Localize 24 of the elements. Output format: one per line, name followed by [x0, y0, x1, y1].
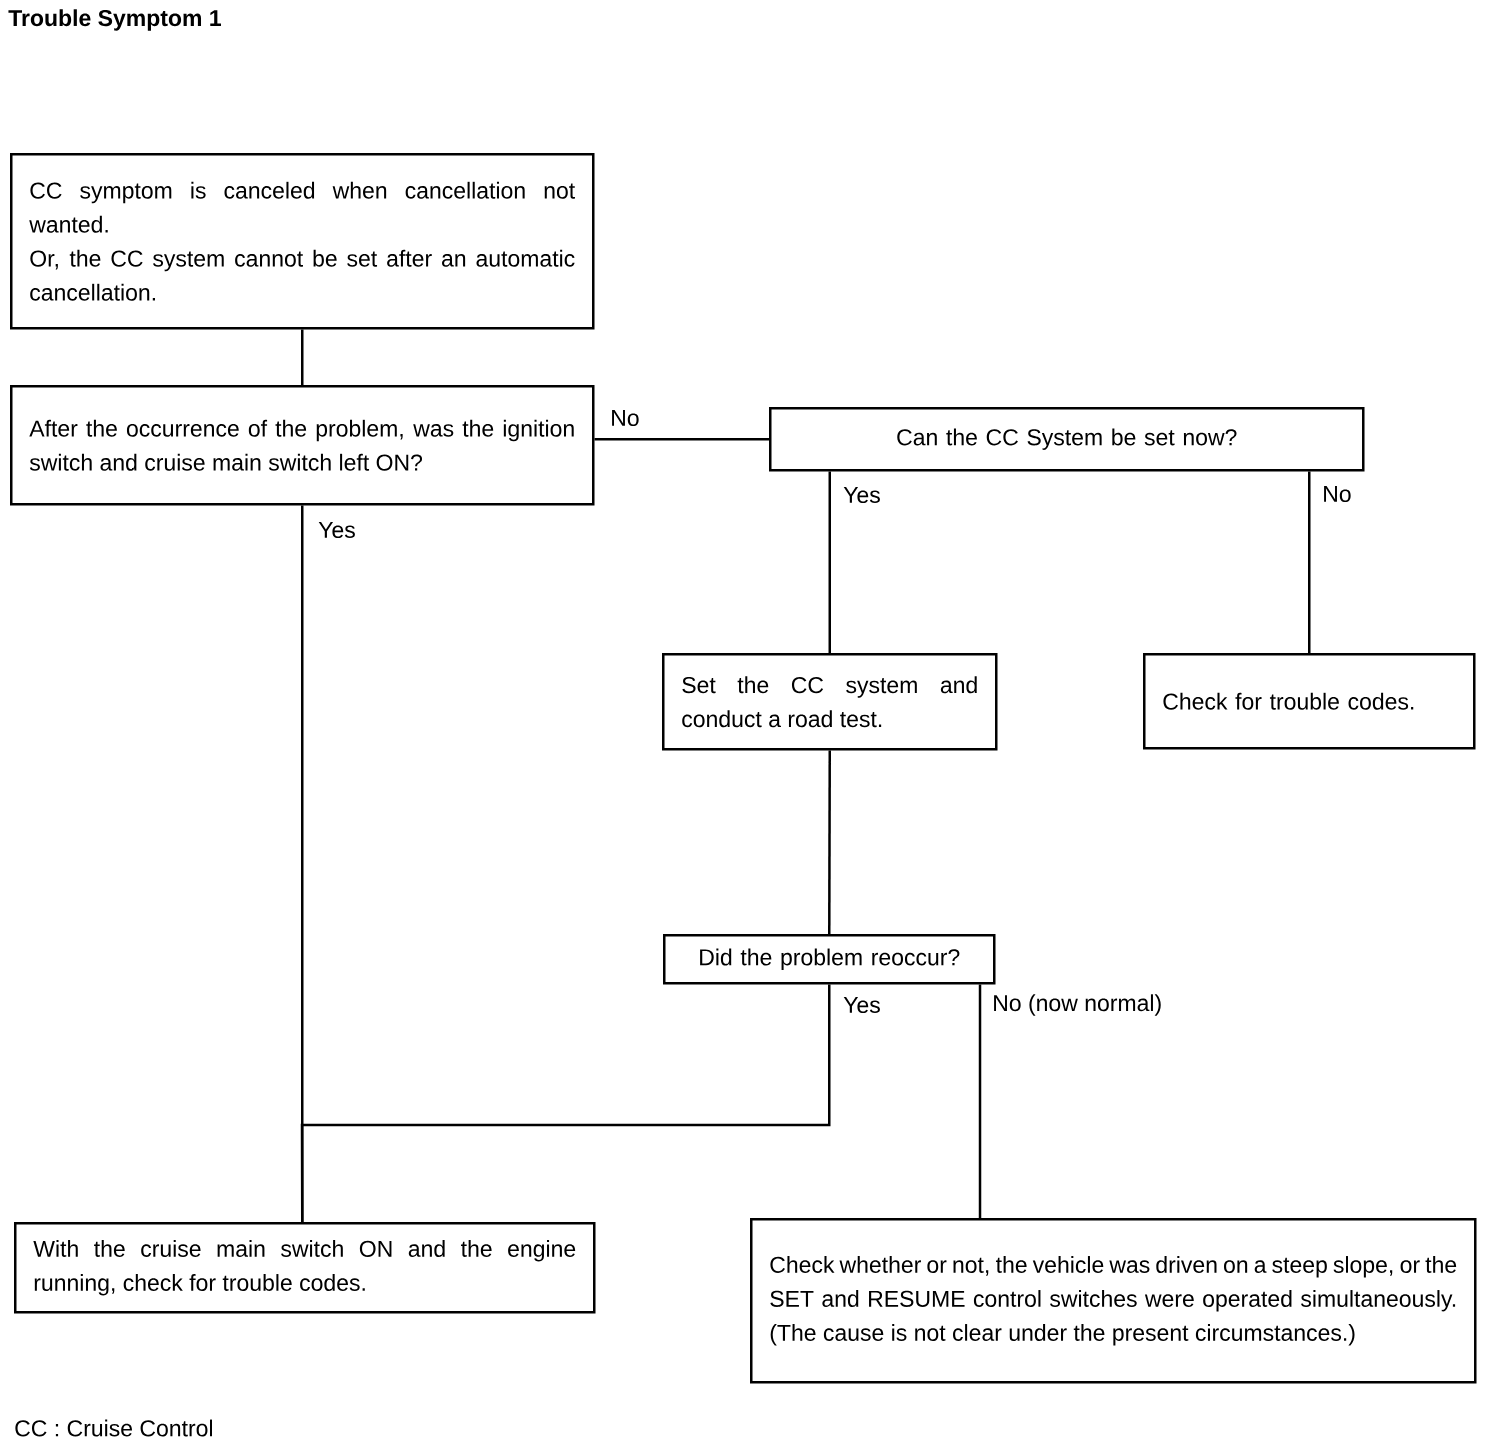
connector-line: [1308, 471, 1311, 653]
connector-line: [828, 471, 831, 653]
process-box: Can the CC System be set now?: [769, 407, 1365, 472]
note: CC : Cruise Control: [15, 1419, 212, 1437]
connector-line: [978, 984, 982, 1218]
edge-label: Yes: [841, 995, 883, 1016]
edge-label: Yes: [316, 520, 358, 541]
process-box: Check for trouble codes.: [1143, 653, 1476, 750]
title: Trouble Symptom 1: [8, 9, 221, 31]
process-box: Set the CC system and conduct a road test.: [662, 653, 998, 751]
connector-line: [828, 750, 831, 934]
connector-line: [301, 329, 304, 385]
connector-line: [301, 505, 304, 1222]
edge-label: No: [608, 408, 642, 429]
process-box: CC symptom is canceled when cancellation not wanted. Or, the CC system cannot be set after an automatic cancellation.: [10, 153, 595, 330]
connector-line: [594, 438, 769, 441]
edge-label: Yes: [841, 485, 883, 506]
process-box: With the cruise main switch ON and the engine running, check for trouble codes.: [14, 1222, 596, 1314]
connector-line: [300, 984, 831, 1223]
process-box: Did the problem reoccur?: [663, 934, 996, 985]
process-box: After the occurrence of the problem, was the ignition switch and cruise main switch left ON?: [10, 385, 595, 506]
process-box: Check whether or not, the vehicle was driven on a steep slope, or the SET and RESUME control switches were operated simultaneously. (The cause is not clear under the present circumstances.): [750, 1218, 1477, 1384]
edge-label: No (now normal): [990, 992, 1165, 1018]
edge-label: No: [1320, 484, 1354, 505]
